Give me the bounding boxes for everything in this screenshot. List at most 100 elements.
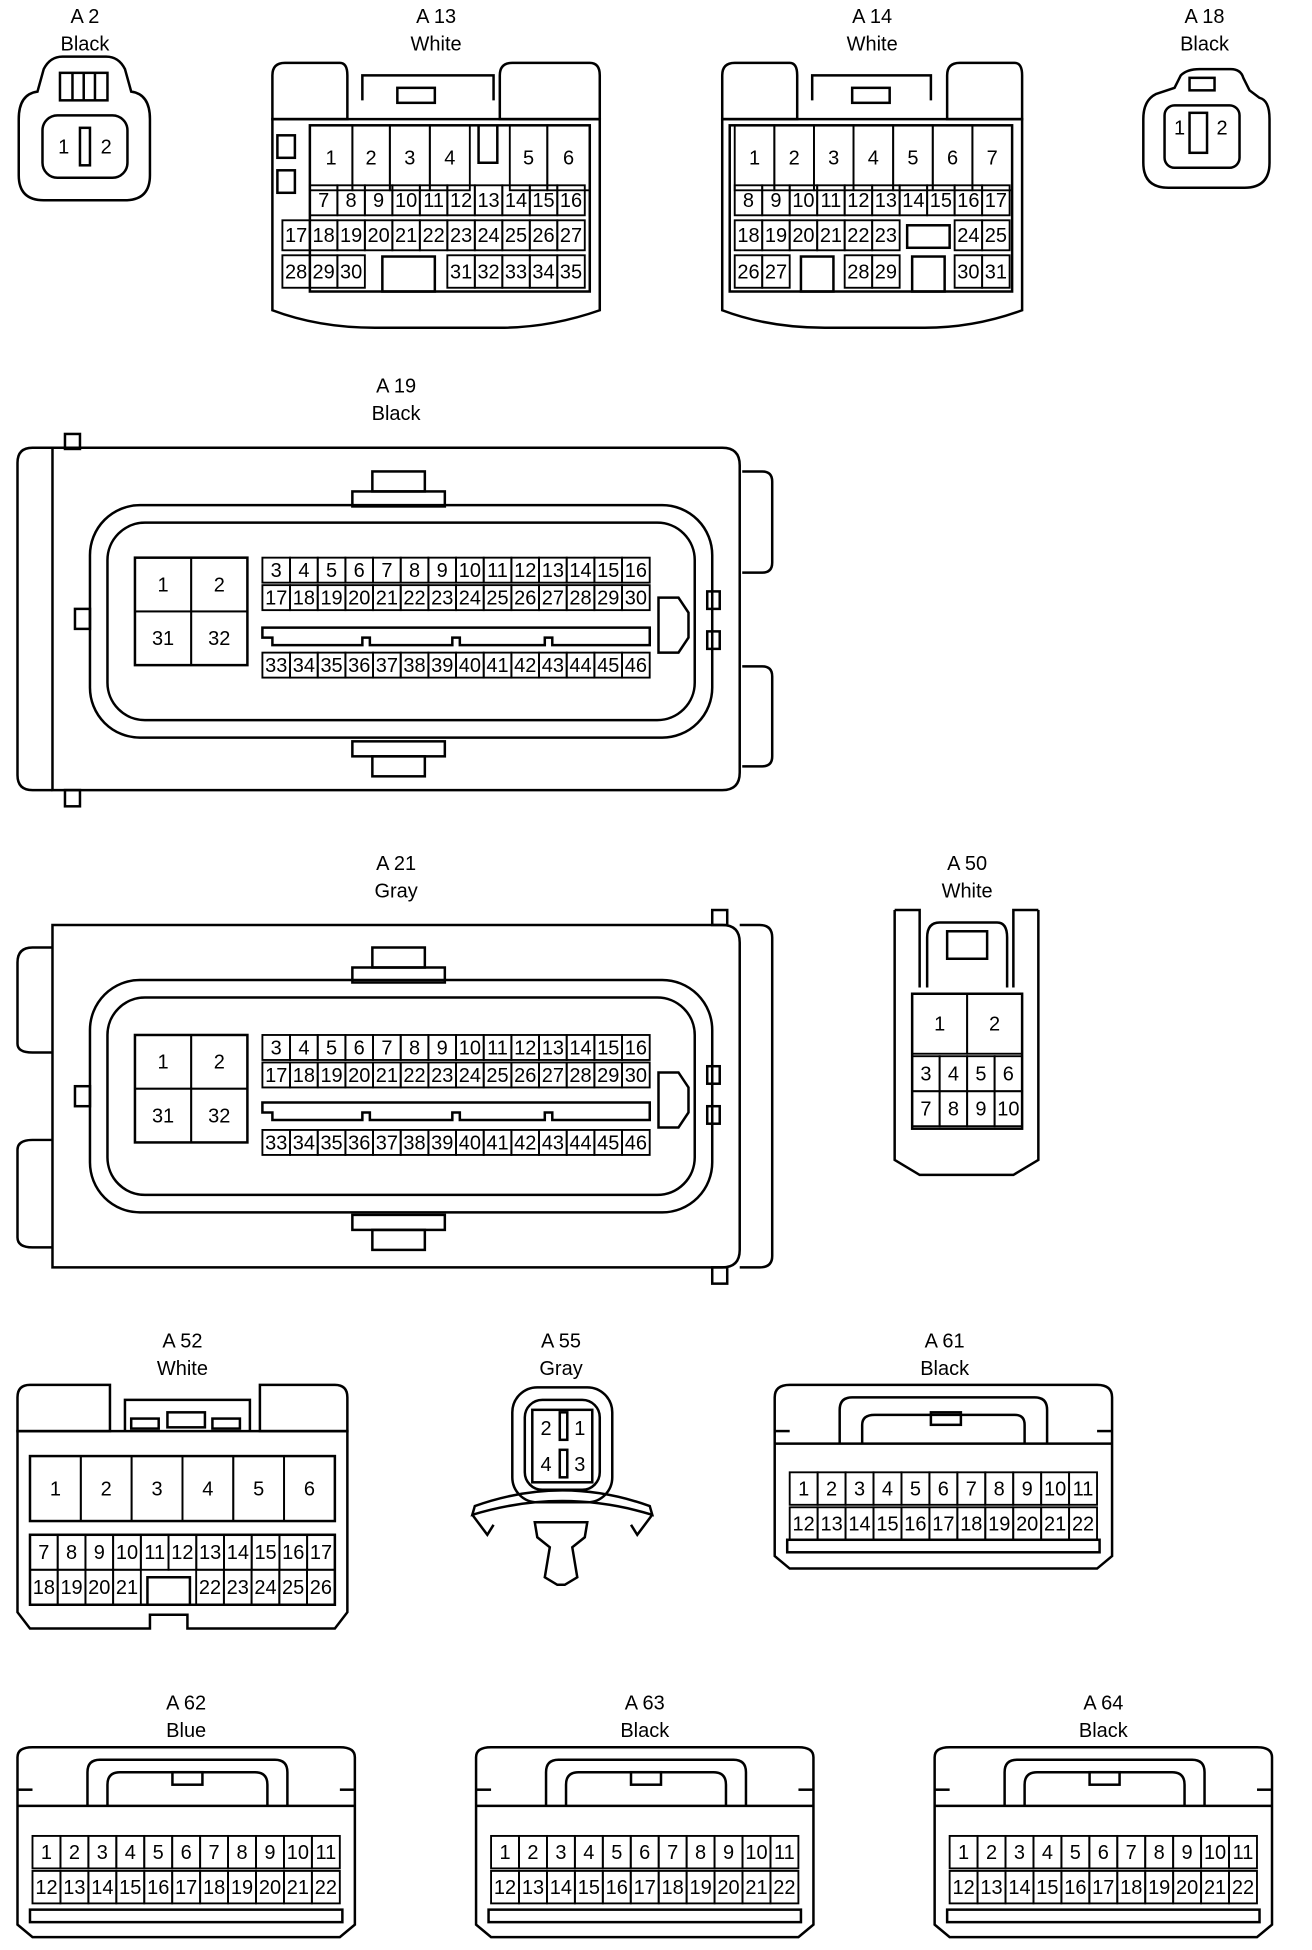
pin-number: 5 [326, 560, 337, 582]
pin-number: 3 [555, 1842, 566, 1864]
pin-number: 10 [116, 1542, 138, 1564]
connector-color-a21: Gray [374, 881, 417, 903]
pin-number: 6 [354, 560, 365, 582]
connector-label-a18: A 18 [1185, 6, 1225, 28]
pin-number: 38 [403, 655, 425, 677]
pin-cell [966, 992, 1024, 1055]
pin-number: 13 [820, 1513, 842, 1535]
pin-number: 7 [1126, 1842, 1137, 1864]
pin-number: 4 [948, 1064, 959, 1086]
pin-number: 25 [282, 1577, 304, 1599]
pin-number: 11 [423, 190, 444, 212]
pin-number: 1 [934, 1014, 945, 1036]
pin-number: 3 [828, 148, 839, 170]
pin-number: 31 [152, 1105, 174, 1127]
pin-number: 16 [282, 1542, 304, 1564]
pin-cell [769, 1834, 800, 1870]
pin-cell [981, 184, 1011, 217]
pin-number: 2 [989, 1014, 1000, 1036]
connector-label-a21: A 21 [376, 853, 416, 875]
connector-label-a55: A 55 [541, 1330, 581, 1352]
pin-number: 35 [320, 655, 342, 677]
pin-number: 46 [625, 655, 647, 677]
pin-number: 12 [450, 190, 472, 212]
pin-number: 20 [348, 588, 370, 610]
pin-number: 44 [569, 655, 591, 677]
pin-cell [971, 124, 1013, 192]
pin-number: 31 [985, 261, 1007, 283]
pin-number: 11 [774, 1842, 795, 1864]
pin-number: 5 [611, 1842, 622, 1864]
pin-number: 1 [50, 1478, 61, 1500]
pin-cell [981, 254, 1011, 289]
pin-number: 20 [259, 1877, 281, 1899]
pin-number: 1 [158, 1052, 169, 1074]
pin-number: 27 [542, 588, 564, 610]
pin-number: 12 [171, 1542, 193, 1564]
pin-number: 9 [94, 1542, 105, 1564]
connector-label-a64: A 64 [1083, 1693, 1123, 1715]
pin-number: 7 [318, 190, 329, 212]
pin-number: 5 [523, 148, 534, 170]
pin-number: 3 [404, 148, 415, 170]
pin-number: 9 [975, 1099, 986, 1121]
pin-number: 28 [569, 588, 591, 610]
pin-number: 4 [882, 1478, 893, 1500]
pin-number: 2 [527, 1842, 538, 1864]
pin-number: 21 [820, 225, 842, 247]
pin-cell [190, 1087, 249, 1144]
pin-number: 21 [745, 1877, 767, 1899]
pin-number: 9 [770, 190, 781, 212]
pin-number: 44 [569, 1132, 591, 1154]
pin-number: 22 [403, 588, 425, 610]
pin-number: 22 [315, 1877, 337, 1899]
pin-number: 11 [315, 1842, 336, 1864]
pin-number: 36 [348, 655, 370, 677]
pin-number: 23 [227, 1577, 249, 1599]
pin-number: 11 [1233, 1842, 1254, 1864]
pin-number: 19 [1148, 1877, 1170, 1899]
pin-number: 34 [293, 1132, 315, 1154]
pin-number: 43 [542, 1132, 564, 1154]
pin-number: 21 [287, 1877, 309, 1899]
pin-number: 30 [625, 1065, 647, 1087]
pin-number: 46 [625, 1132, 647, 1154]
pin-number: 16 [625, 1037, 647, 1059]
pin-number: 1 [958, 1842, 969, 1864]
pin-number: 10 [1044, 1478, 1066, 1500]
pin-number: 13 [542, 1037, 564, 1059]
pin-number: 7 [38, 1542, 49, 1564]
pin-number: 2 [101, 136, 112, 158]
pin-number: 20 [717, 1877, 739, 1899]
pin-number: 34 [293, 655, 315, 677]
pin-number: 26 [514, 1065, 536, 1087]
pin-number: 19 [765, 225, 787, 247]
pin-number: 7 [381, 1037, 392, 1059]
connector-label-a19: A 19 [376, 376, 416, 398]
pin-number: 8 [66, 1542, 77, 1564]
pin-cell [993, 1090, 1024, 1128]
pin-number: 7 [667, 1842, 678, 1864]
pin-number: 1 [574, 1418, 585, 1440]
pin-number: 42 [514, 1132, 536, 1154]
pin-number: 31 [152, 628, 174, 650]
connector-a2 [17, 55, 152, 202]
pin-number: 18 [1120, 1877, 1142, 1899]
pin-number: 19 [60, 1577, 82, 1599]
pin-number: 17 [310, 1542, 332, 1564]
pin-cell [1068, 1471, 1098, 1506]
pin-number: 4 [1042, 1842, 1053, 1864]
pin-number: 8 [346, 190, 357, 212]
pin-number: 10 [459, 1037, 481, 1059]
pin-number: 2 [986, 1842, 997, 1864]
pin-number: 11 [144, 1542, 165, 1564]
pin-number: 5 [326, 1037, 337, 1059]
pin-number: 5 [907, 148, 918, 170]
pin-number: 17 [265, 588, 287, 610]
connector-a55 [470, 1386, 655, 1587]
pin-number: 29 [597, 1065, 619, 1087]
pin-number: 15 [876, 1513, 898, 1535]
pin-number: 17 [985, 190, 1007, 212]
pin-number: 21 [376, 588, 398, 610]
pin-number: 15 [597, 1037, 619, 1059]
